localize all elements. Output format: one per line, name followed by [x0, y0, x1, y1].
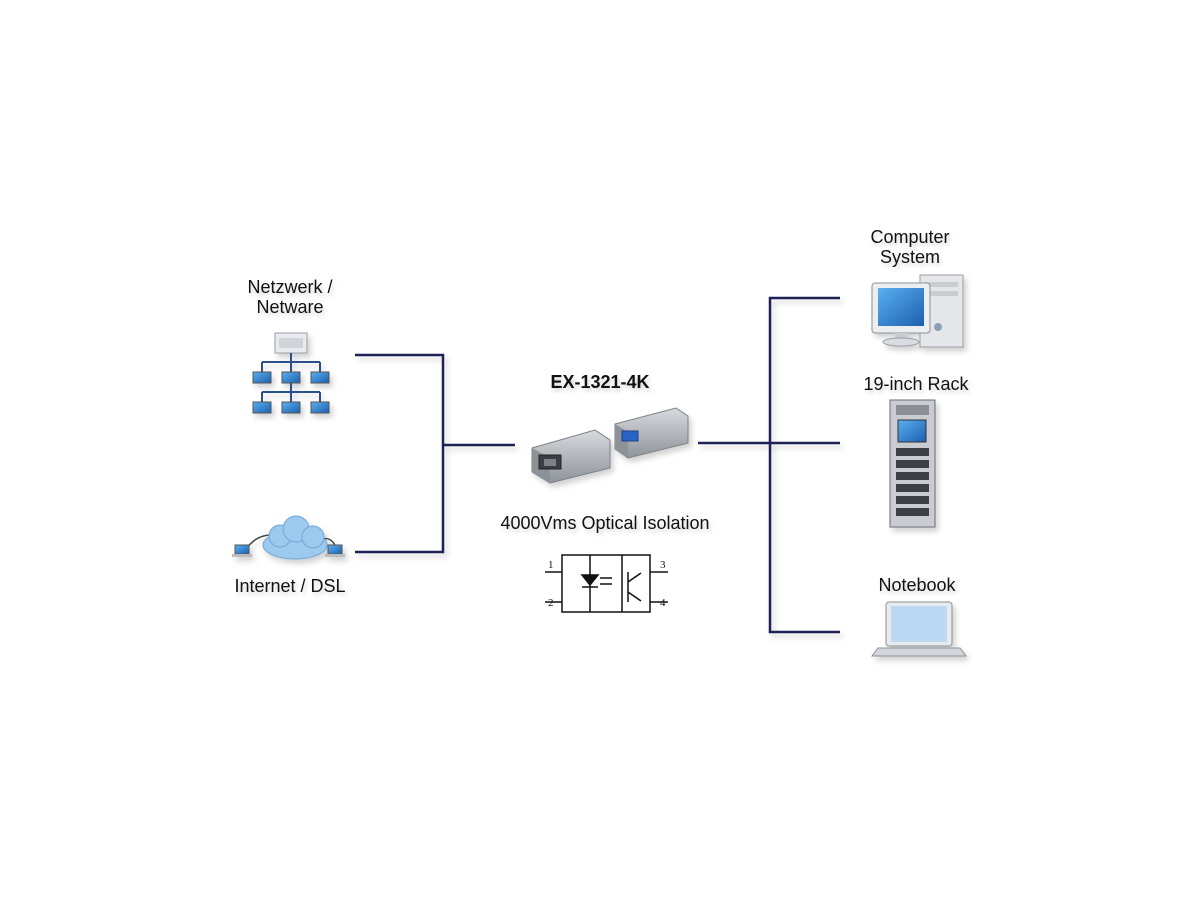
- network-tree-icon: [252, 332, 330, 414]
- usb-isolator-icon: [531, 407, 689, 484]
- left-connector-lines: [355, 353, 515, 554]
- optocoupler-icon: [545, 554, 668, 613]
- computer-label-line-2: System: [879, 247, 940, 267]
- computer-label: Computer System: [850, 227, 970, 267]
- notebook-label: Notebook: [878, 575, 956, 595]
- isolation-label: 4000Vms Optical Isolation: [500, 513, 710, 533]
- product-name-label: EX-1321-4K: [550, 372, 650, 392]
- network-label-line-1: Netzwerk /: [247, 277, 333, 297]
- network-label-line-2: Netware: [256, 297, 324, 317]
- notebook-icon: [871, 601, 967, 657]
- rack-label: 19-inch Rack: [863, 374, 969, 394]
- internet-label: Internet / DSL: [234, 576, 346, 596]
- optocoupler-pin-labels: 1 2 3 4: [548, 559, 666, 609]
- network-label: Netzwerk / Netware: [230, 277, 350, 317]
- computer-label-line-1: Computer: [870, 227, 950, 247]
- pin-4-label: 4: [660, 597, 666, 609]
- desktop-computer-icon: [871, 274, 964, 348]
- cloud-icon: [232, 515, 345, 560]
- pin-1-label: 1: [548, 559, 554, 571]
- server-rack-icon: [889, 399, 936, 528]
- pin-3-label: 3: [660, 559, 666, 571]
- right-connector-lines: [698, 296, 840, 634]
- pin-2-label: 2: [548, 597, 554, 609]
